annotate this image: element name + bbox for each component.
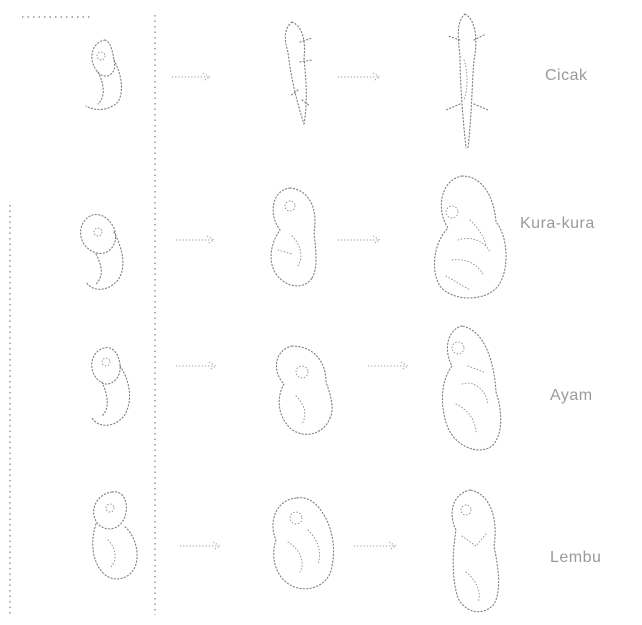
arrow-kura-kura-2 — [338, 236, 380, 244]
kura-kura-embryo-stage-3 — [434, 176, 506, 298]
row-label-ayam: Ayam — [550, 387, 593, 404]
arrow-ayam-1 — [176, 362, 216, 370]
kura-kura-embryo-stage-2 — [271, 188, 316, 286]
row-label-lembu: Lembu — [550, 549, 601, 566]
lembu-embryo-stage-2 — [273, 498, 334, 589]
row-ayam: Ayam — [92, 326, 593, 450]
row-label-kura-kura: Kura-kura — [520, 215, 595, 232]
arrow-kura-kura-1 — [176, 236, 214, 244]
cicak-embryo-stage-2 — [285, 22, 312, 124]
ayam-embryo-stage-3 — [442, 326, 500, 450]
cicak-embryo-stage-3 — [446, 14, 488, 148]
ayam-embryo-stage-2 — [276, 346, 332, 434]
row-cicak: Cicak — [86, 14, 588, 148]
ayam-embryo-stage-1 — [92, 348, 130, 426]
arrow-lembu-2 — [354, 542, 396, 550]
cicak-embryo-stage-1 — [86, 40, 121, 109]
row-lembu: Lembu — [93, 490, 602, 612]
arrow-cicak-2 — [338, 73, 380, 81]
row-kura-kura: Kura-kura — [81, 176, 595, 298]
row-label-cicak: Cicak — [545, 67, 588, 84]
arrow-cicak-1 — [172, 73, 210, 81]
arrow-lembu-1 — [180, 542, 220, 550]
lembu-embryo-stage-1 — [93, 492, 137, 579]
lembu-embryo-stage-3 — [452, 490, 499, 612]
arrow-ayam-2 — [368, 362, 408, 370]
kura-kura-embryo-stage-1 — [81, 215, 123, 290]
